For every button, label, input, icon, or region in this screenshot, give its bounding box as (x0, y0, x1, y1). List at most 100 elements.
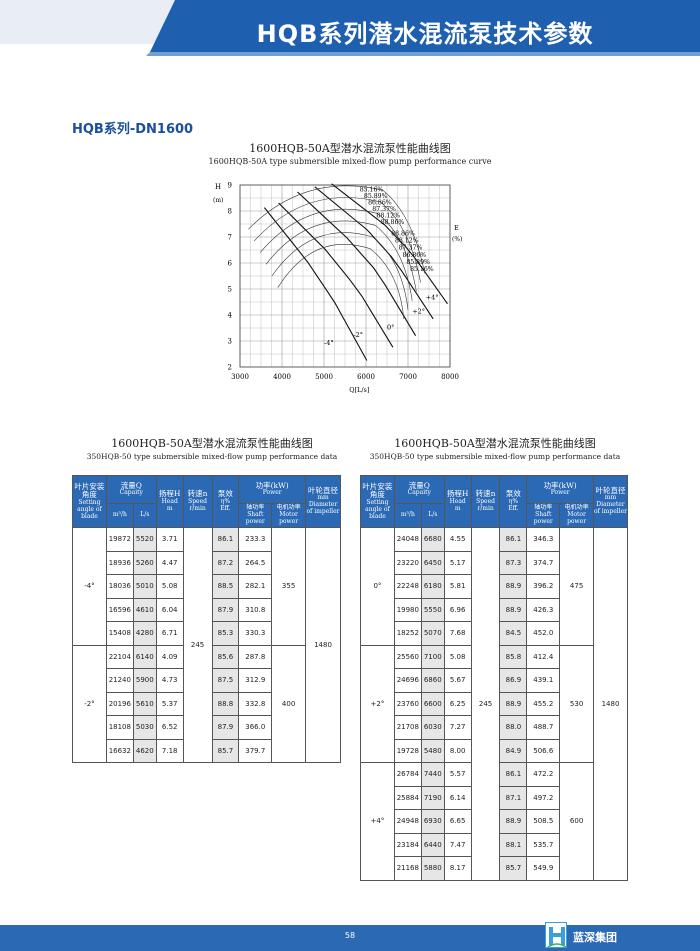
y-tick-label: 6 (228, 260, 233, 268)
head-cell: 4.09 (155, 644, 184, 669)
flow-ls-cell: 4280 (132, 621, 157, 646)
y-tick-label: 7 (228, 234, 232, 242)
efficiency-label: 88.86% (381, 219, 405, 226)
e-axis-label: E (454, 224, 459, 232)
shaft-power-cell: 374.7 (526, 550, 561, 575)
efficiency-cell: 88.9 (499, 691, 528, 716)
flow-m3h-cell: 22104 (105, 644, 134, 669)
shaft-power-cell: 426.3 (526, 597, 561, 622)
y-tick-label: 2 (228, 364, 232, 372)
efficiency-label: 85.89% (364, 193, 388, 200)
head-flow-curve (278, 202, 394, 348)
head-cell: 7.18 (155, 738, 184, 763)
head-flow-curve (263, 207, 368, 361)
head-cell: 7.47 (443, 832, 472, 857)
flow-ls-cell: 6450 (420, 550, 445, 575)
head-cell: 4.47 (155, 550, 184, 575)
flow-ls-cell: 5070 (420, 621, 445, 646)
flow-m3h-cell: 18108 (105, 715, 134, 740)
flow-ls-cell: 6930 (420, 809, 445, 834)
impeller-diameter-cell: 1480 (305, 527, 341, 763)
shaft-power-cell: 396.2 (526, 574, 561, 599)
efficiency-contour (277, 244, 405, 319)
page-title: HQB系列潜水混流泵技术参数 (256, 20, 594, 48)
footer-bar (0, 925, 700, 951)
shaft-power-cell: 330.3 (238, 621, 273, 646)
head-cell: 5.37 (155, 691, 184, 716)
efficiency-cell: 88.0 (499, 715, 528, 740)
efficiency-cell: 88.9 (499, 597, 528, 622)
efficiency-cell: 87.9 (211, 597, 240, 622)
flow-ls-cell: 6600 (420, 691, 445, 716)
logo-mark-icon (545, 922, 567, 948)
blade-angle-label: -2° (353, 331, 363, 339)
shaft-power-cell: 535.7 (526, 832, 561, 857)
speed-cell: 245 (470, 527, 501, 881)
flow-m3h-cell: 21240 (105, 668, 134, 693)
plot-frame (239, 184, 451, 368)
flow-ls-cell: 4620 (132, 738, 157, 763)
shaft-power-cell: 452.0 (526, 621, 561, 646)
motor-power-cell: 400 (271, 644, 307, 763)
flow-m3h-cell: 23184 (393, 832, 422, 857)
head-cell: 4.73 (155, 668, 184, 693)
head-cell: 5.08 (155, 574, 184, 599)
flow-m3h-cell: 22248 (393, 574, 422, 599)
efficiency-label: 85.16% (410, 266, 434, 273)
x-tick-label: 7000 (399, 373, 417, 381)
flow-m3h-cell: 16596 (105, 597, 134, 622)
head-cell: 6.04 (155, 597, 184, 622)
flow-ls-cell: 7190 (420, 785, 445, 810)
shaft-power-cell: 346.3 (526, 527, 561, 552)
motor-power-cell: 530 (559, 644, 594, 763)
brand-logo: 蓝深集团 (545, 920, 655, 950)
flow-m3h-cell: 23220 (393, 550, 422, 575)
efficiency-contour (259, 208, 417, 292)
head-cell: 4.55 (443, 527, 472, 552)
header-banner (0, 0, 700, 56)
shaft-power-cell: 506.6 (526, 738, 561, 763)
curve-title-en: 1600HQB-50A type submersible mixed-flow … (208, 157, 492, 166)
flow-m3h-cell: 18936 (105, 550, 134, 575)
shaft-power-cell: 332.8 (238, 691, 273, 716)
y-axis-label: H (215, 183, 221, 191)
efficiency-label: 88.12% (377, 213, 401, 220)
efficiency-cell: 87.5 (211, 668, 240, 693)
impeller-diameter-cell: 1480 (593, 527, 628, 881)
page-number: 58 (344, 931, 356, 940)
head-cell: 3.71 (155, 527, 184, 552)
efficiency-label: 88.86% (391, 231, 415, 238)
head-cell: 6.96 (443, 597, 472, 622)
y-tick-label: 3 (228, 338, 232, 346)
left-table-title-en: 350HQB-50 type submersible mixed-flow pu… (86, 452, 338, 461)
efficiency-cell: 87.9 (211, 715, 240, 740)
efficiency-cell: 88.5 (211, 574, 240, 599)
head-cell: 7.68 (443, 621, 472, 646)
flow-m3h-cell: 21168 (393, 856, 422, 881)
flow-ls-cell: 5550 (420, 597, 445, 622)
motor-power-cell: 600 (559, 762, 594, 881)
head-flow-curve (314, 186, 434, 320)
x-tick-label: 8000 (441, 373, 459, 381)
efficiency-cell: 87.2 (211, 550, 240, 575)
head-cell: 6.14 (443, 785, 472, 810)
shaft-power-cell: 366.0 (238, 715, 273, 740)
flow-m3h-cell: 19872 (105, 527, 134, 552)
